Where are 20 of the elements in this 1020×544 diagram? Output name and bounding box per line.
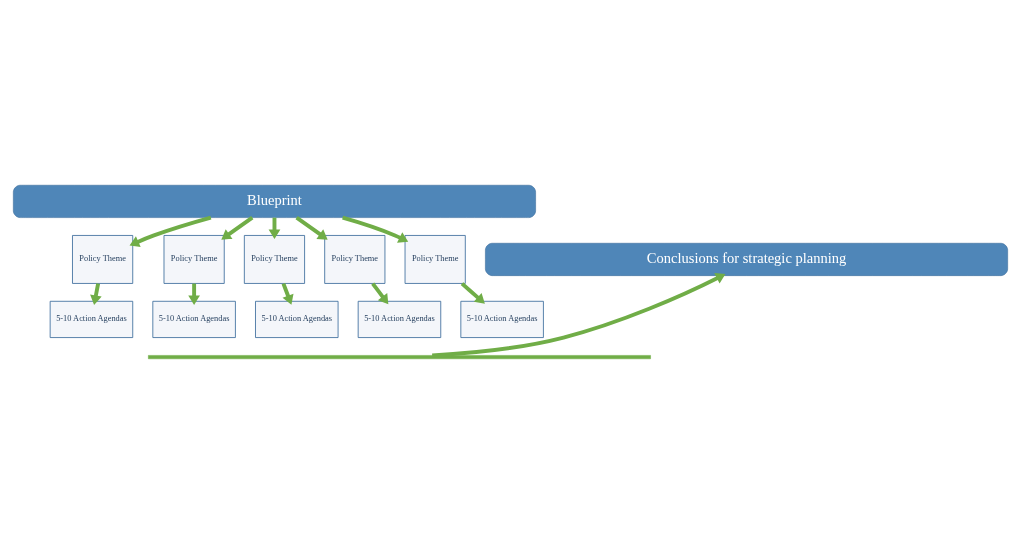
node-box: Policy Theme — [243, 235, 305, 284]
node-box: Blueprint — [12, 184, 536, 218]
node-box: Conclusions for strategic planning — [484, 243, 1008, 276]
node-box: Policy Theme — [163, 235, 225, 284]
node-box: Policy Theme — [71, 235, 133, 284]
node-bar — [147, 355, 651, 360]
arrow — [220, 216, 253, 240]
node-box: 5-10 Action Agendas — [459, 300, 544, 338]
arrow — [129, 215, 211, 248]
node-box: 5-10 Action Agendas — [49, 300, 133, 338]
arrow — [431, 273, 725, 358]
arrow — [295, 216, 328, 240]
arrow — [460, 282, 485, 304]
node-box: 5-10 Action Agendas — [254, 300, 338, 338]
node-box: Policy Theme — [323, 235, 385, 284]
node-box: 5-10 Action Agendas — [357, 300, 441, 338]
arrow — [341, 215, 408, 243]
node-box: 5-10 Action Agendas — [151, 300, 236, 338]
node-box: Policy Theme — [404, 235, 466, 284]
arrow — [370, 282, 388, 305]
